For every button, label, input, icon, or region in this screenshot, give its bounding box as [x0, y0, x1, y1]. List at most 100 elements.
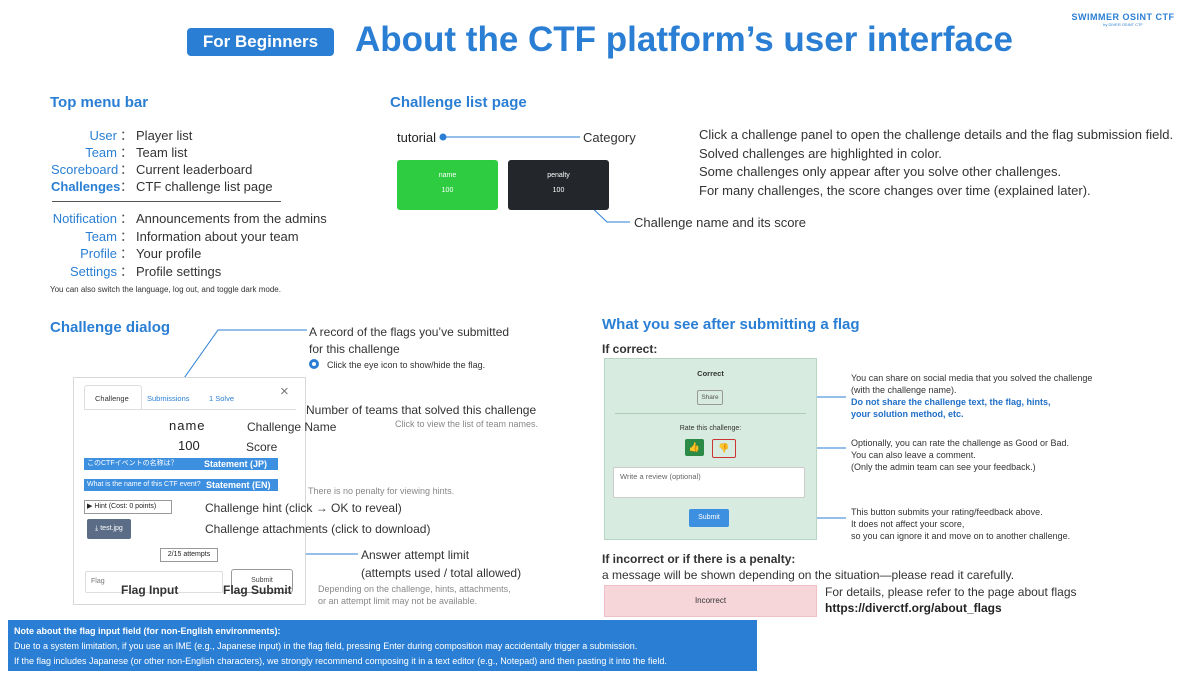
menu-row-my-team: Team：Information about your team: [51, 226, 327, 244]
menu-desc: Profile settings: [136, 263, 222, 279]
statement-jp: このCTFイベントの名称は？ Statement (JP): [84, 458, 278, 470]
menu-group-main: User：Player list Team：Team list Scoreboa…: [51, 125, 273, 194]
rate-label: Rate this challenge:: [679, 425, 742, 432]
challenge-dialog-heading: Challenge dialog: [50, 319, 171, 336]
ann-solves: Number of teams that solved this challen…: [306, 403, 537, 417]
challenge-card[interactable]: penalty 100: [508, 160, 609, 210]
ann-depend-1: Depending on the challenge, hints, attac…: [318, 584, 511, 594]
menu-row-notification: Notification：Announcements from the admi…: [51, 208, 327, 226]
menu-desc: Your profile: [136, 246, 202, 261]
if-incorrect-label: If incorrect or if there is a penalty:: [602, 552, 796, 566]
tab-challenge[interactable]: Challenge: [84, 385, 142, 410]
statement-en-text: What is the name of this CTF event?: [87, 481, 201, 488]
menu-sep: ：: [120, 162, 134, 177]
menu-key: Team: [85, 228, 117, 244]
ann-no-penalty: There is no penalty for viewing hints.: [308, 486, 455, 496]
menu-key: Profile: [80, 246, 117, 261]
card-score: 100: [552, 187, 565, 194]
menu-key: Team: [85, 145, 117, 160]
menu-desc: Team list: [136, 145, 188, 160]
menu-sep: ：: [120, 211, 134, 226]
card-label: Challenge name and its score: [634, 215, 806, 230]
incorrect-desc: a message will be shown depending on the…: [602, 568, 1015, 582]
menu-desc: Information about your team: [136, 228, 299, 244]
statement-en-label: Statement (EN): [204, 479, 273, 491]
menu-group-user: Notification：Announcements from the admi…: [51, 208, 327, 279]
about-flags-link[interactable]: https://diverctf.org/about_flags: [825, 601, 1002, 615]
ime-note-line-2: If the flag includes Japanese (or other …: [14, 656, 667, 666]
menu-key: User: [89, 128, 117, 143]
menu-desc: Current leaderboard: [136, 162, 253, 177]
brand-logo: SWIMMER OSINT CTF by DIVER OSINT CTF: [1060, 12, 1186, 27]
card-name: name: [438, 172, 457, 179]
thumbs-down-icon[interactable]: 👎: [712, 439, 736, 458]
ann-solves-sub: Click to view the list of team names.: [395, 419, 539, 429]
share-button[interactable]: Share: [697, 390, 723, 405]
rate-note-3: (Only the admin team can see your feedba…: [851, 462, 1036, 472]
download-icon: ⤓: [95, 525, 99, 532]
category-label: Category: [583, 130, 636, 145]
flag-input[interactable]: Flag: [85, 571, 223, 593]
menu-row-challenges: Challenges：CTF challenge list page: [51, 176, 273, 194]
rating-submit-button[interactable]: Submit: [689, 509, 729, 527]
thumbs-up-icon[interactable]: 👍: [685, 439, 704, 456]
dialog-challenge-score: 100: [178, 438, 200, 453]
close-icon[interactable]: ×: [280, 383, 289, 400]
ann-depend-2: or an attempt limit may not be available…: [318, 596, 478, 606]
menu-footnote: You can also switch the language, log ou…: [50, 285, 281, 294]
challenge-list-notes: Click a challenge panel to open the chal…: [699, 126, 1173, 200]
menu-sep: ：: [120, 128, 134, 143]
flag-input-label: Flag Input: [121, 583, 179, 597]
menu-row-team: Team：Team list: [51, 142, 273, 160]
menu-row-settings: Settings：Profile settings: [51, 261, 327, 279]
attachment-filename: test.jpg: [100, 525, 123, 532]
ann-name: Challenge Name: [247, 420, 337, 434]
challenge-card[interactable]: name 100: [397, 160, 498, 210]
ann-hint: Challenge hint (click → OK to reveal): [205, 501, 402, 515]
statement-jp-text: このCTFイベントの名称は？: [87, 460, 178, 467]
page-title: About the CTF platform’s user interface: [355, 20, 1013, 59]
eye-icon: [309, 359, 319, 369]
menu-divider: [52, 201, 281, 202]
top-menu-heading: Top menu bar: [50, 94, 149, 111]
tab-divider: [84, 409, 296, 410]
menu-key: Challenges: [51, 179, 121, 194]
after-submit-heading: What you see after submitting a flag: [602, 316, 860, 333]
brand-name: SWIMMER OSINT CTF: [1071, 12, 1175, 22]
tab-solves[interactable]: 1 Solve: [209, 394, 235, 403]
menu-key: Notification: [52, 211, 117, 226]
menu-sep: ：: [120, 263, 134, 279]
menu-desc: CTF challenge list page: [136, 179, 273, 194]
ann-attach: Challenge attachments (click to download…: [205, 522, 431, 536]
menu-sep: ：: [120, 179, 134, 194]
attachment-button[interactable]: ⤓ test.jpg: [87, 519, 131, 539]
submit-note-1: This button submits your rating/feedback…: [851, 507, 1043, 517]
if-correct-label: If correct:: [602, 342, 658, 356]
flag-submit-button[interactable]: Submit: [231, 569, 293, 593]
rate-note-1: Optionally, you can rate the challenge a…: [851, 438, 1069, 448]
note-line: For many challenges, the score changes o…: [699, 182, 1091, 198]
share-warning-1: Do not share the challenge text, the fla…: [851, 397, 1051, 407]
details-text: For details, please refer to the page ab…: [825, 585, 1077, 599]
tab-submissions[interactable]: Submissions: [147, 394, 190, 403]
menu-row-profile: Profile：Your profile: [51, 243, 327, 261]
dialog-challenge-name: name: [169, 418, 206, 433]
share-note-2: (with the challenge name).: [851, 385, 957, 395]
card-score: 100: [441, 187, 454, 194]
menu-key: Scoreboard: [51, 162, 119, 177]
ime-note-box: Note about the flag input field (for non…: [8, 620, 757, 671]
hint-toggle[interactable]: ▶ Hint (Cost: 0 points): [84, 500, 172, 514]
ann-record-1: A record of the flags you’ve submitted: [309, 325, 510, 339]
statement-jp-label: Statement (JP): [204, 459, 268, 469]
card-name: penalty: [547, 172, 570, 179]
submit-note-2: It does not affect your score,: [851, 519, 965, 529]
menu-sep: ：: [120, 145, 134, 160]
for-beginners-badge: For Beginners: [187, 28, 334, 56]
review-textarea[interactable]: Write a review (optional): [613, 467, 805, 498]
submit-note-3: so you can ignore it and move on to anot…: [851, 531, 1071, 541]
rate-note-2: You can also leave a comment.: [851, 450, 976, 460]
ann-limit-1: Answer attempt limit: [361, 548, 470, 562]
tab-challenge-label: Challenge: [95, 394, 129, 403]
statement-en: What is the name of this CTF event? Stat…: [84, 479, 278, 491]
attempts-counter: 2/15 attempts: [160, 548, 218, 562]
